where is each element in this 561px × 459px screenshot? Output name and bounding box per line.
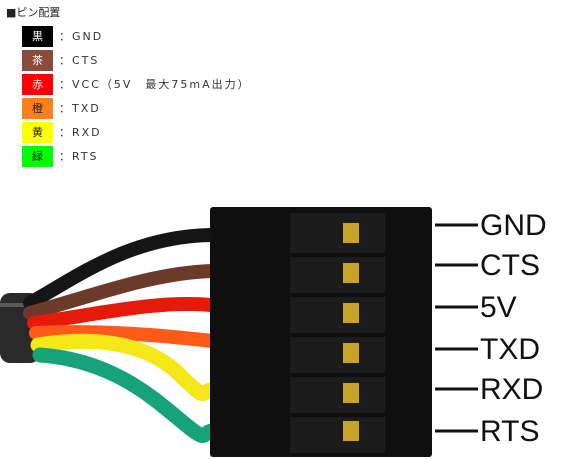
pin-slot — [290, 337, 385, 373]
wire-brown — [23, 264, 219, 320]
legend-desc: ：VCC（5V 最大75mA出力） — [59, 78, 251, 91]
color-swatch-orange: 橙 — [22, 97, 53, 119]
cable-highlight — [0, 303, 40, 307]
gold-contact — [343, 303, 359, 323]
gold-contact — [343, 223, 359, 243]
pin-label-gnd: GND — [480, 209, 547, 242]
wire-green — [32, 347, 220, 444]
pin-slot — [290, 213, 385, 253]
color-swatch-yellow: 黄 — [22, 121, 53, 143]
gold-contact — [343, 343, 359, 363]
pin-legend: 黒 ：GND 茶 ：CTS 赤 ：VCC（5V 最大75mA出力） 橙 ：TXD… — [22, 24, 251, 168]
wire-black — [23, 228, 217, 310]
section-title: ■ピン配置 — [6, 6, 61, 19]
legend-desc: ：TXD — [59, 102, 101, 115]
wire-orange — [29, 325, 219, 348]
wire-yellow — [30, 333, 220, 402]
color-swatch-black: 黒 — [22, 25, 53, 47]
gold-contact — [343, 383, 359, 403]
pin-label-5v: 5V — [480, 291, 517, 324]
legend-row: 赤 ：VCC（5V 最大75mA出力） — [22, 72, 251, 96]
legend-row: 黄 ：RXD — [22, 120, 251, 144]
color-swatch-green: 緑 — [22, 145, 53, 167]
legend-desc: ：RTS — [59, 150, 99, 163]
pin-label-txd: TXD — [480, 333, 540, 366]
pin-slot — [290, 257, 385, 293]
legend-row: 黒 ：GND — [22, 24, 251, 48]
gold-contact — [343, 263, 359, 283]
color-swatch-red: 赤 — [22, 73, 53, 95]
legend-row: 茶 ：CTS — [22, 48, 251, 72]
color-swatch-brown: 茶 — [22, 49, 53, 71]
legend-desc: ：GND — [59, 30, 104, 43]
pin-slot — [290, 417, 385, 453]
wire-red — [27, 297, 219, 330]
connector-photo: GND CTS 5V TXD RXD RTS — [0, 207, 547, 457]
pin-label-rxd: RXD — [480, 373, 543, 406]
legend-row: 緑 ：RTS — [22, 144, 251, 168]
legend-desc: ：CTS — [59, 54, 100, 67]
pin-label-cts: CTS — [480, 249, 540, 282]
gold-contact — [343, 421, 359, 441]
legend-row: 橙 ：TXD — [22, 96, 251, 120]
pin-slot — [290, 297, 385, 333]
pin-label-rts: RTS — [480, 415, 539, 448]
pin-slot — [290, 377, 385, 413]
legend-desc: ：RXD — [59, 126, 102, 139]
